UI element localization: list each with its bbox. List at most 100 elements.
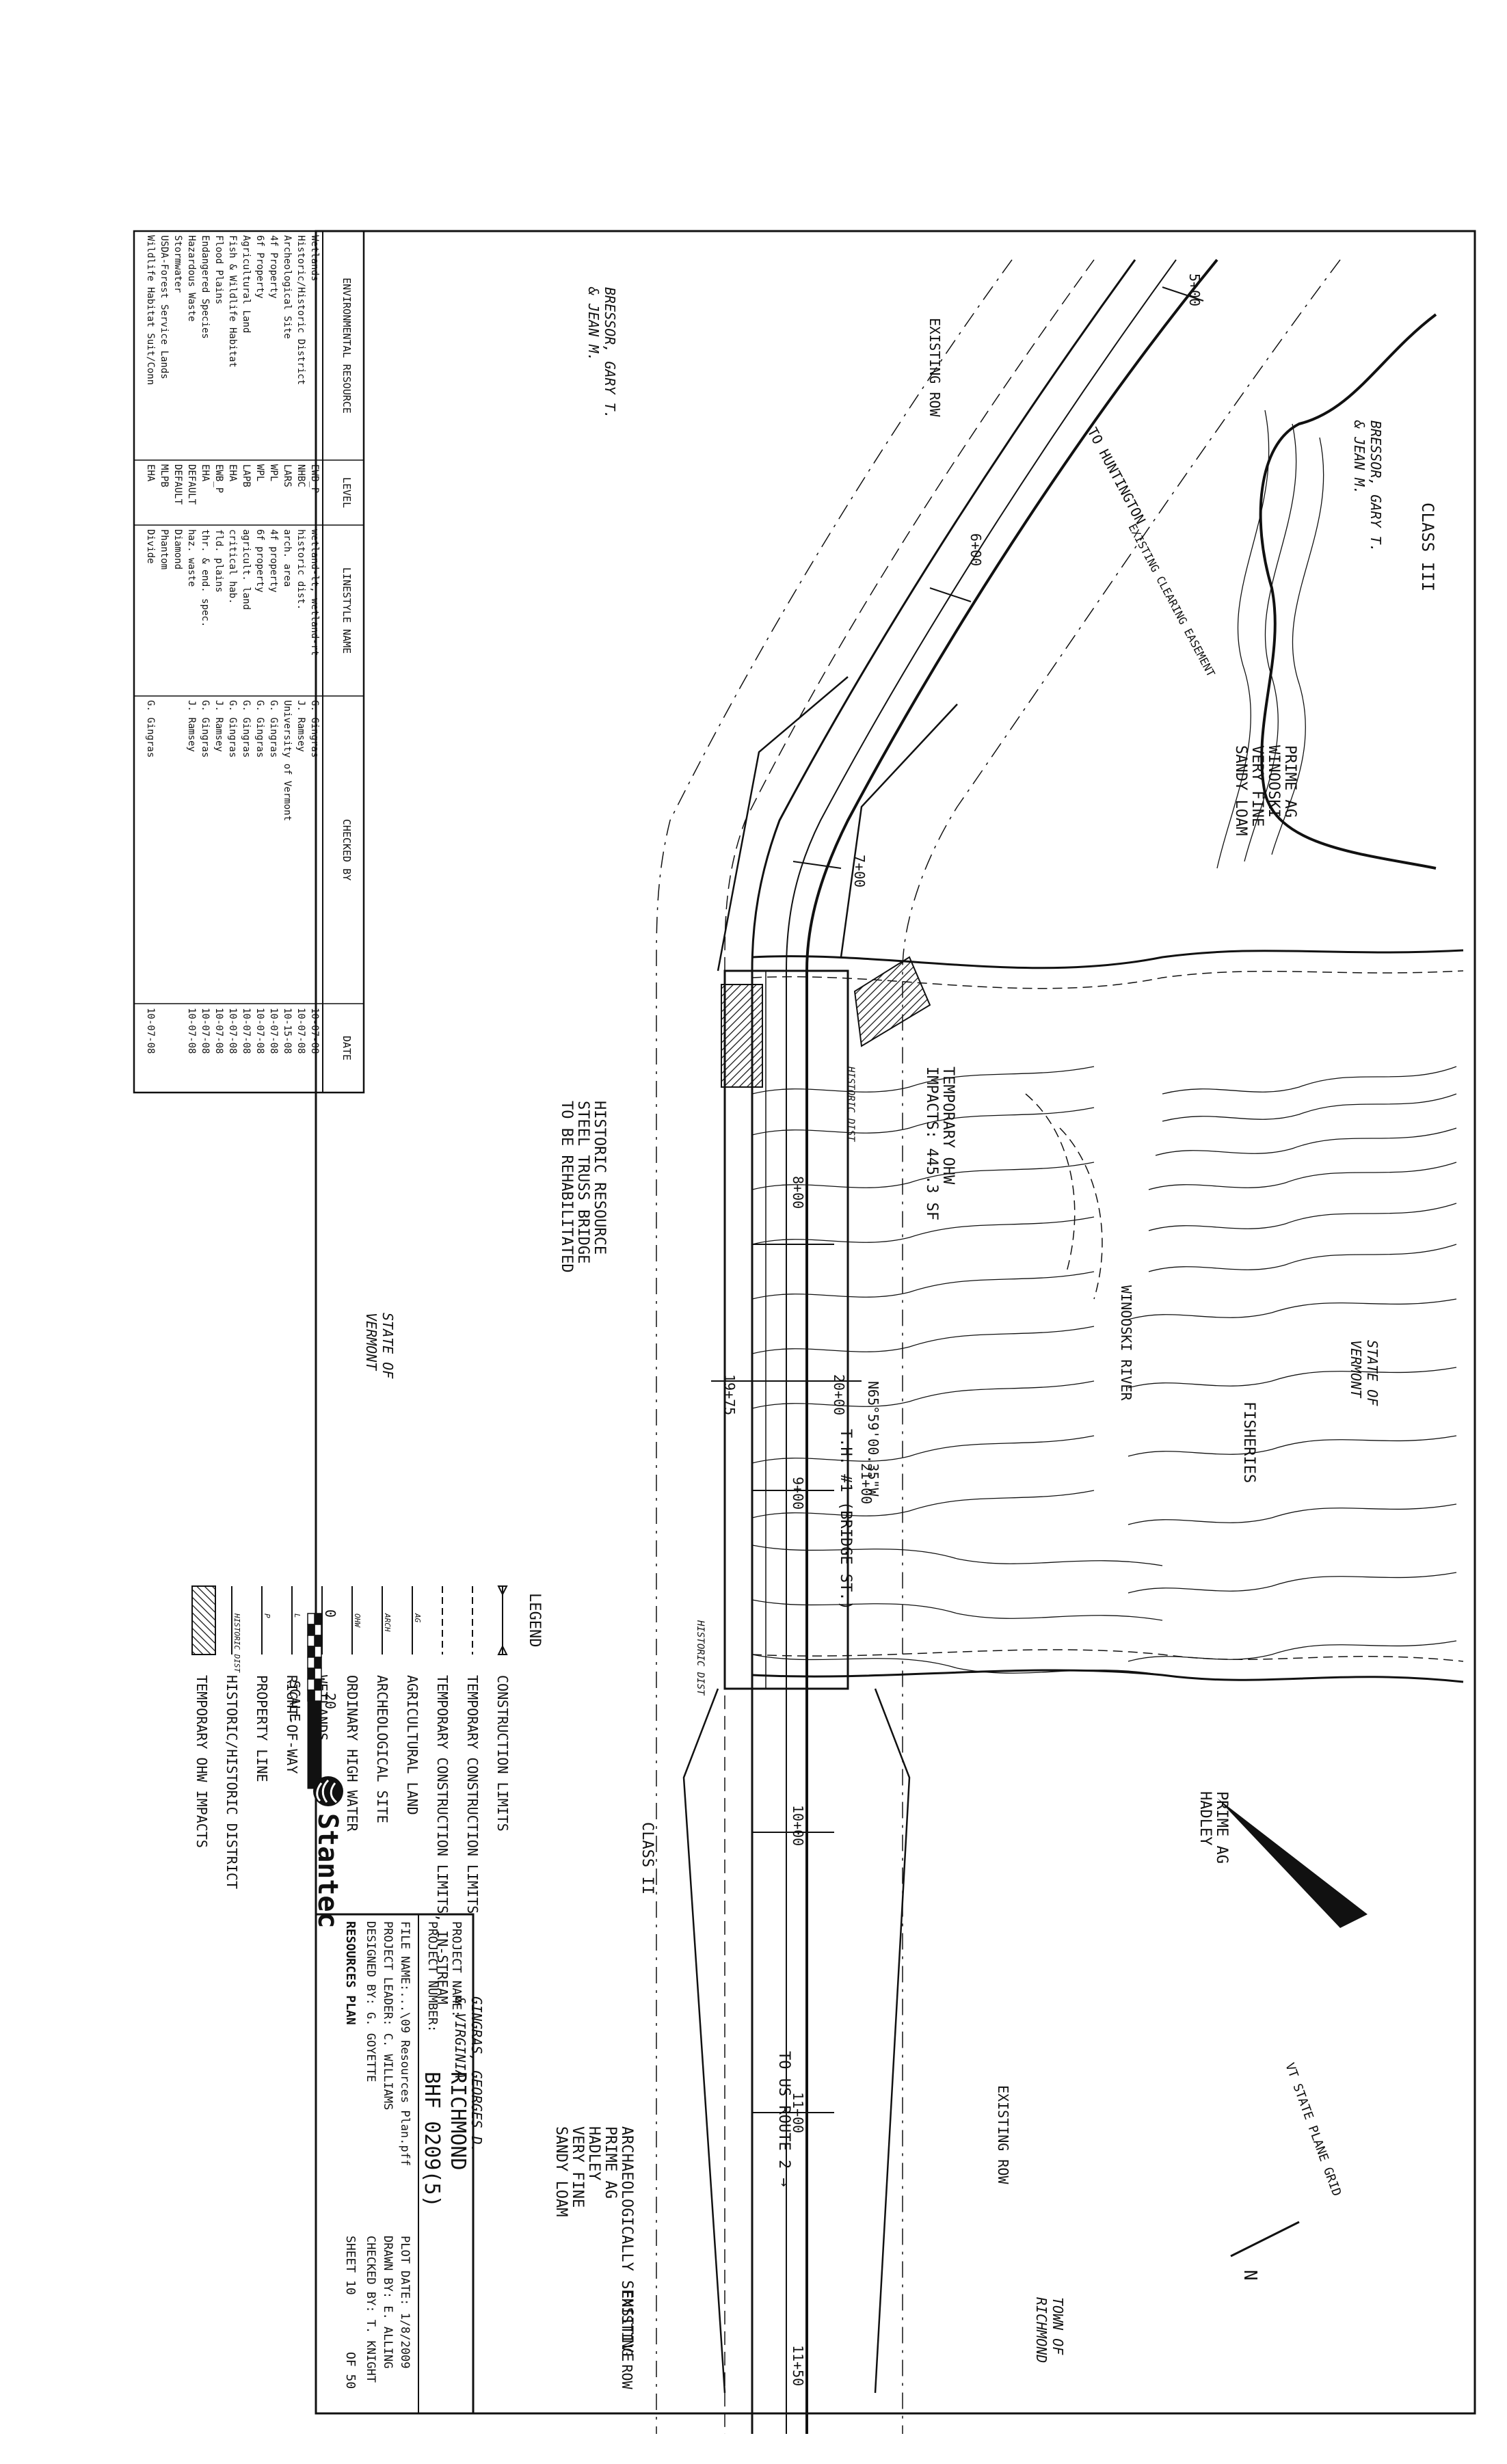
- station-label: 5+00: [1186, 273, 1203, 306]
- owner-label: BRESSOR, GARY T.: [1368, 420, 1384, 552]
- legend-tag: AG: [413, 1613, 422, 1623]
- owner-label: BRESSOR, GARY T.: [602, 287, 618, 419]
- existing-row-label: EXISTING ROW: [926, 318, 943, 417]
- station-label: 11+00: [790, 2092, 806, 2133]
- table-cell: LAPB: [241, 464, 252, 487]
- historic-dist-label: HISTORIC DIST: [695, 1620, 706, 1696]
- table-cell: 10-07-08: [200, 1008, 211, 1054]
- table-cell: haz. waste: [186, 529, 197, 587]
- table-cell: 10-07-08: [295, 1008, 306, 1054]
- table-cell: Endangered Species: [200, 235, 211, 339]
- direction-label: TO US ROUTE 2 →: [775, 2051, 792, 2187]
- owner-label: RICHMOND: [1033, 2297, 1050, 2363]
- legend-title: LEGEND: [526, 1593, 543, 1647]
- arch-sensitive-label: SANDY LOAM: [552, 2126, 570, 2217]
- tree-line: [1259, 313, 1437, 870]
- svg-text:Stantec: Stantec: [312, 1813, 343, 1929]
- soil-label-winooski: PRIME AG: [1281, 745, 1298, 818]
- owner-label: & JEAN M.: [1351, 420, 1368, 494]
- table-cell: EHA: [200, 464, 211, 482]
- legend-label: PROPERTY LINE: [254, 1675, 270, 1782]
- temp-ohw-impact-area: [721, 984, 763, 1088]
- table-cell: 10-07-08: [227, 1008, 238, 1054]
- historic-resource-label: TO BE REHABILITATED: [558, 1101, 575, 1273]
- station-label: 11+50: [790, 2345, 806, 2386]
- table-cell: wetland-lt, wetland-rt: [309, 529, 320, 656]
- table-cell: Flood Plains: [213, 235, 224, 304]
- soil-label-winooski: SANDY LOAM: [1232, 745, 1249, 835]
- arch-sensitive-label: ARCHAEOLOGICALLY SENSITIVE: [618, 2126, 635, 2361]
- table-cell: DEFAULT: [172, 464, 183, 505]
- owner-label: & VIRGINIA: [452, 1996, 468, 2078]
- project-number-label: PROJECT NUMBER:: [425, 1921, 440, 2033]
- construction-limits: [717, 676, 958, 972]
- table-cell: Historic/Historic District: [295, 235, 306, 385]
- station-label: 21+00: [858, 1463, 875, 1504]
- table-cell: Wetlands: [309, 235, 320, 281]
- table-cell: LARS: [282, 464, 293, 487]
- legend-label: RIGHT-OF-WAY: [284, 1675, 300, 1774]
- table-cell: 10-07-08: [186, 1008, 197, 1054]
- table-cell: EHA: [145, 464, 156, 482]
- project-number: BHF 0209(5): [420, 2072, 444, 2208]
- bearing-label: N65°59'00.35"W: [865, 1381, 881, 1497]
- table-cell: WPL: [268, 464, 279, 481]
- river-bank-upper: [751, 949, 1464, 969]
- class-iii-label: CLASS III: [1418, 503, 1437, 591]
- road-alignment: [656, 258, 1341, 2434]
- legend-tag: P: [263, 1613, 271, 1618]
- legend-symbol: [191, 1585, 216, 1655]
- ohw-lines: [751, 970, 1464, 1662]
- scale-tick-label: 20: [322, 1693, 338, 1709]
- table-cell: Phantom: [159, 529, 170, 570]
- legend-tag: L: [293, 1613, 302, 1618]
- historic-dist-label: HISTORIC DIST: [845, 1066, 856, 1142]
- grid-label: VT STATE PLANE GRID: [1282, 2061, 1344, 2199]
- table-cell: EWB_P: [309, 464, 320, 493]
- table-cell: NHBC: [295, 464, 306, 487]
- legend-label: HISTORIC/HISTORIC DISTRICT: [224, 1675, 240, 1889]
- station-label: 19+75: [721, 1374, 738, 1415]
- table-cell: 6f property: [254, 529, 265, 593]
- table-cell: fld. plains: [213, 529, 224, 593]
- scale-tick-label: 0: [322, 1609, 338, 1618]
- temp-ohw-label: IMPACTS: 445.3 SF: [923, 1067, 940, 1220]
- table-cell: DEFAULT: [186, 464, 197, 505]
- easement-label: EXISTING CLEARING EASEMENT: [1125, 522, 1218, 679]
- table-cell: 4f Property: [268, 235, 279, 299]
- soil-label-winooski: VERY FINE: [1249, 745, 1266, 827]
- table-cell: thr. & end. spec.: [200, 529, 211, 627]
- station-label: 20+00: [831, 1374, 847, 1415]
- checked-by: CHECKED BY: T. KNIGHT: [364, 2236, 377, 2383]
- legend-label: ARCHEOLOGICAL SITE: [374, 1675, 390, 1823]
- table-cell: 10-07-08: [241, 1008, 252, 1054]
- table-cell: G. Gingras: [254, 700, 265, 758]
- soil-label-hadley: HADLEY: [1197, 1791, 1214, 1845]
- table-cell: Stormwater: [172, 235, 183, 293]
- table-cell: Divide: [145, 529, 156, 564]
- project-name-label: PROJECT NAME:: [449, 1921, 464, 2018]
- table-cell: G. Gingras: [200, 700, 211, 758]
- table-cell: J. Ramsey: [213, 700, 224, 752]
- table-cell: WPL: [254, 464, 265, 481]
- direction-label: TO HUNTINGTON: [1084, 425, 1149, 526]
- table-cell: J. Ramsey: [295, 700, 306, 752]
- table-cell: critical hab.: [227, 529, 238, 604]
- table-cell: 10-07-08: [145, 1008, 156, 1054]
- arch-sensitive-label: VERY FINE: [569, 2126, 586, 2208]
- river-bank-lower: [751, 1669, 1464, 1683]
- temp-ohw-label: TEMPORARY OHW: [939, 1067, 957, 1185]
- table-cell: University of Vermont: [282, 700, 293, 821]
- scale-title: SCALE: [286, 1680, 303, 1722]
- arch-sensitive-label: HADLEY: [585, 2126, 602, 2180]
- plot-date: PLOT DATE: 1/8/2009: [398, 2236, 412, 2368]
- owner-label: STATE OF: [1364, 1340, 1381, 1406]
- station-label: 6+00: [968, 533, 984, 566]
- table-cell: 10-07-08: [268, 1008, 279, 1054]
- station-ticks: [711, 286, 1204, 2113]
- owner-label: VERMONT: [1348, 1340, 1364, 1399]
- table-cell: arch. area: [282, 529, 293, 587]
